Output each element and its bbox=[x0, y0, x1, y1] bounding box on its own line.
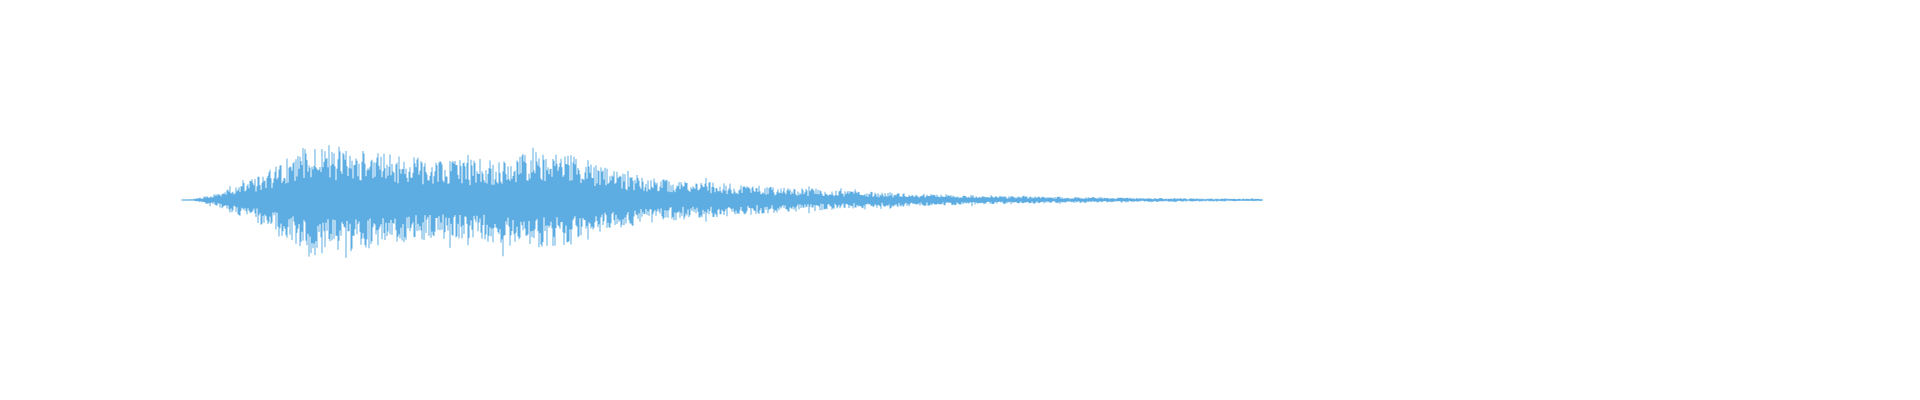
waveform-path bbox=[181, 145, 1263, 258]
waveform-peaks bbox=[181, 145, 1263, 258]
